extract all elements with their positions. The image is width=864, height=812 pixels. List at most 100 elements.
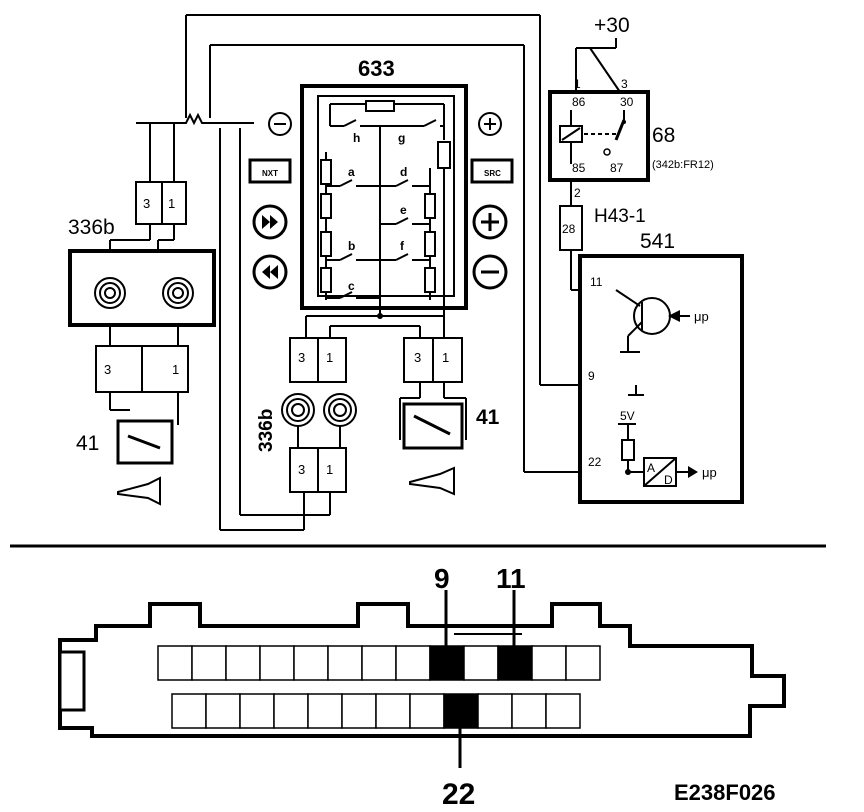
ecu-541-label: 541: [640, 230, 675, 253]
svg-text:b: b: [348, 239, 355, 253]
connector-right-upper: 3 1: [403, 337, 463, 383]
spiral-coil-icon: [94, 277, 126, 309]
svg-text:c: c: [348, 279, 355, 293]
horn-switch-left-label: 41: [76, 432, 99, 455]
connector-h43: 28 H43-1: [559, 205, 646, 251]
svg-text:28: 28: [562, 222, 576, 236]
svg-text:1: 1: [442, 350, 449, 365]
horn-switch-right: [402, 402, 464, 450]
svg-text:22: 22: [588, 455, 602, 469]
connector-pin: [409, 693, 445, 729]
spiral-coil-icon: [323, 393, 357, 427]
spiral-coil-icon: [162, 277, 194, 309]
figure-code: E238F026: [674, 780, 776, 805]
connector-pin: [205, 693, 241, 729]
svg-text:87: 87: [610, 161, 624, 175]
svg-text:11: 11: [590, 275, 603, 289]
svg-text:1: 1: [326, 462, 333, 477]
svg-text:SRC: SRC: [484, 169, 501, 178]
svg-text:A: A: [647, 461, 655, 475]
module-633-label: 633: [358, 56, 395, 81]
plus-icon: [478, 112, 502, 136]
svg-text:30: 30: [620, 95, 634, 109]
connector-pinout: 9 11 22: [58, 563, 786, 811]
svg-text:a: a: [348, 165, 355, 179]
svg-text:μp: μp: [702, 465, 717, 480]
spiral-coil-icon: [281, 393, 315, 427]
horn-icon: [409, 466, 455, 496]
connector-pin: [239, 693, 275, 729]
supply-label: +30: [594, 14, 630, 37]
clockspring-left: [68, 249, 216, 327]
horn-switch-right-label: 41: [476, 406, 500, 429]
pin-9-label: 9: [434, 563, 450, 594]
ecu-541: 541 11 μp 9 5V 22 A D: [578, 230, 744, 504]
connector-left-lower: 3 1: [95, 345, 189, 393]
horn-switch-left: [116, 419, 174, 465]
connector-pin: [259, 645, 295, 681]
plus-circle-icon: [472, 204, 508, 240]
minus-circle-icon: [472, 254, 508, 290]
connector-pin: [361, 645, 397, 681]
svg-text:2: 2: [574, 186, 581, 200]
connector-pin: [375, 693, 411, 729]
module-633: 633 h g a b c: [300, 56, 468, 319]
svg-text:μp: μp: [694, 309, 709, 324]
svg-text:3: 3: [621, 77, 628, 91]
minus-icon: [268, 112, 292, 136]
rewind-icon: [252, 254, 288, 290]
connector-pin: [171, 693, 207, 729]
connector-pin: [273, 693, 309, 729]
connector-pin: [511, 693, 547, 729]
relay-68: +30 1 3 86 30 85 87 68 (342b:FR12) 2: [548, 14, 714, 206]
connector-pin: [531, 645, 567, 681]
svg-text:D: D: [664, 473, 673, 487]
connector-pin: [395, 645, 431, 681]
relay-coil-icon: [559, 110, 626, 164]
button-src: SRC: [470, 158, 514, 184]
svg-text:h: h: [353, 131, 360, 145]
svg-text:1: 1: [168, 196, 175, 211]
connector-pin: [327, 645, 363, 681]
connector-pin: [191, 645, 227, 681]
svg-text:d: d: [400, 165, 407, 179]
svg-text:1: 1: [172, 362, 179, 377]
connector-pin: [157, 645, 193, 681]
center-circuit: 3 1 3 1 336b 3 1: [256, 315, 500, 496]
svg-text:85: 85: [572, 161, 586, 175]
svg-text:3: 3: [414, 350, 421, 365]
ad-converter: A D: [643, 457, 677, 487]
connector-center-lower: 3 1: [289, 447, 347, 493]
connector-pin: [225, 645, 261, 681]
connector-pin: [341, 693, 377, 729]
connector-row-bottom: [171, 693, 581, 729]
relay-68-ref: (342b:FR12): [652, 159, 714, 171]
svg-text:3: 3: [143, 196, 150, 211]
svg-text:3: 3: [298, 462, 305, 477]
svg-text:1: 1: [326, 350, 333, 365]
pin-11-label: 11: [496, 563, 526, 594]
relay-68-label: 68: [652, 124, 675, 147]
button-nxt: NXT: [248, 158, 292, 184]
left-circuit: 3 1 336b: [68, 112, 254, 506]
svg-text:e: e: [400, 203, 407, 217]
connector-row-top: [157, 645, 601, 681]
connector-pin: [463, 645, 499, 681]
h43-label: H43-1: [594, 206, 646, 227]
connector-pin: [565, 645, 601, 681]
clockspring-center-label: 336b: [256, 409, 277, 452]
svg-text:g: g: [398, 131, 405, 145]
svg-text:86: 86: [572, 95, 586, 109]
pin-22-label: 22: [442, 778, 475, 811]
connector-pin: [545, 693, 581, 729]
svg-text:9: 9: [588, 369, 595, 383]
connector-pin: [307, 693, 343, 729]
svg-text:3: 3: [104, 362, 111, 377]
connector-left-upper: 3 1: [135, 181, 187, 225]
svg-text:f: f: [400, 239, 405, 253]
horn-icon: [117, 476, 161, 506]
svg-text:NXT: NXT: [262, 169, 278, 178]
connector-center-upper: 3 1: [289, 337, 347, 383]
connector-pin: [477, 693, 513, 729]
